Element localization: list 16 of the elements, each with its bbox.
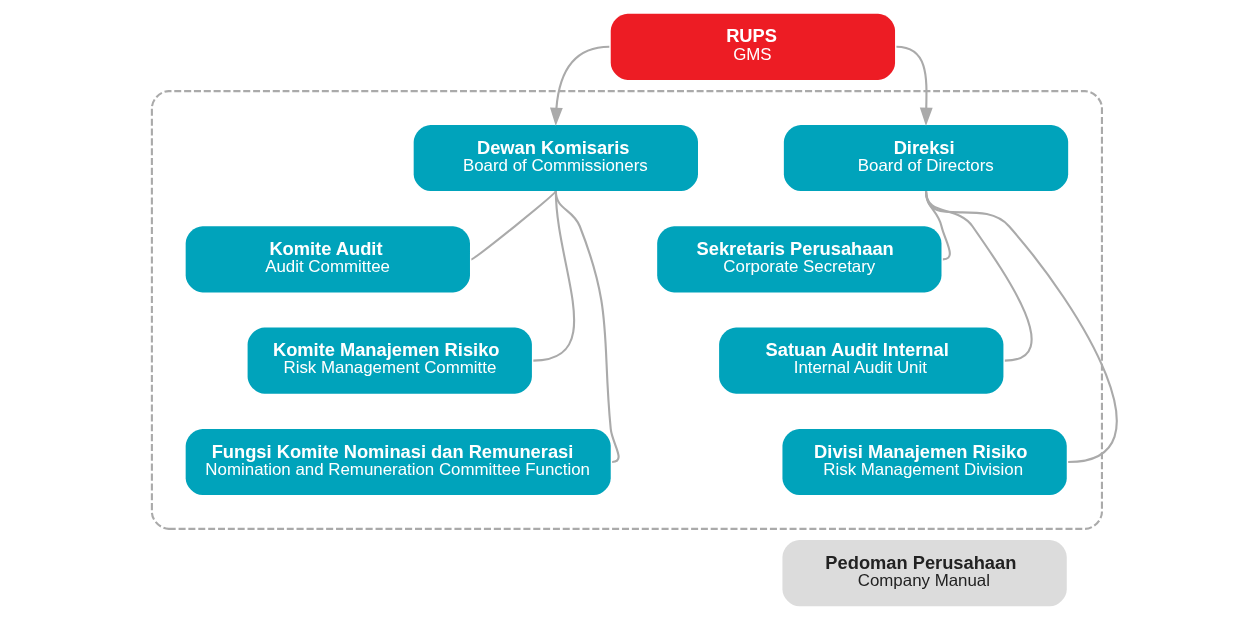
cluster: [150, 90, 1103, 530]
node-box: Satuan Audit Internal Internal Audit Unit: [718, 327, 1003, 394]
node-box: RUPS GMS: [610, 13, 895, 80]
node-box: Direksi Board of Directors: [783, 124, 1068, 192]
node-box: Komite Manajemen Risiko Risk Management Committe: [247, 327, 532, 394]
node-box: Fungsi Komite Nominasi dan Remunerasi Nomination and Remuneration Committee Function: [185, 428, 611, 496]
node-box: Divisi Manajemen Risiko Risk Management Division: [781, 428, 1067, 496]
arrow: [549, 45, 609, 126]
connector: [554, 191, 620, 464]
connector: [924, 190, 1118, 464]
node-box: Sekretaris Perusahaan Corporate Secretary: [656, 226, 941, 293]
arrow: [895, 45, 933, 126]
node-box: Dewan Komisaris Board of Commissioners: [413, 124, 698, 192]
node-box: Pedoman Perusahaan Company Manual: [781, 540, 1067, 607]
connector: [470, 190, 557, 261]
node-box: Komite Audit Audit Committee: [185, 226, 470, 293]
